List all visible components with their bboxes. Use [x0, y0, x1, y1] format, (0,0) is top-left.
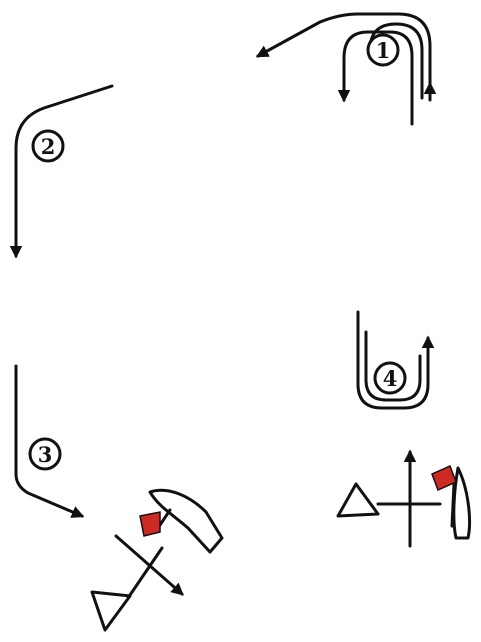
path-2: [16, 86, 112, 256]
marker-1-label: 1: [376, 38, 391, 63]
boat-hull: [454, 468, 470, 538]
marker-2-label: 2: [41, 134, 56, 159]
scene-bottom-left: [92, 490, 222, 630]
path-1: [258, 14, 430, 124]
mark-triangle: [338, 484, 378, 516]
boat-mast: [452, 484, 454, 526]
path-2-line: [16, 86, 112, 256]
flag-bottom-left: [140, 512, 160, 536]
mark-triangle: [92, 592, 130, 630]
marker-3-label: 3: [38, 442, 53, 467]
marker-4-label: 4: [383, 366, 398, 391]
